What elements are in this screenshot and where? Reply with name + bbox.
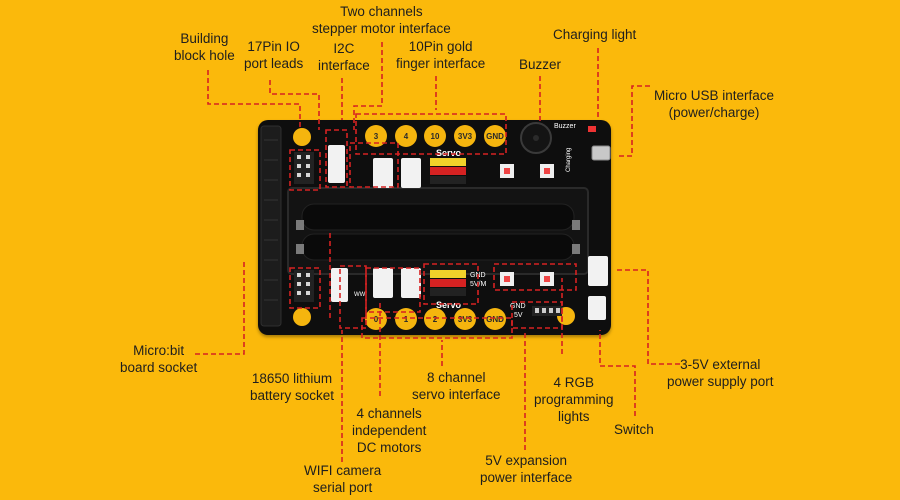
label-switch: Switch [614, 422, 654, 437]
gold-finger-pads-bottom: 0 1 2 3V3 GND [365, 308, 506, 330]
dc-motor-connector [373, 268, 393, 298]
pad-label: GND [486, 132, 504, 141]
microbit-socket [260, 125, 282, 327]
gold-finger-pad [365, 308, 387, 330]
power-switch [588, 296, 606, 320]
label-micro-usb: Micro USB interface(power/charge) [654, 88, 775, 120]
servo-header-top [430, 158, 466, 184]
pad-label: GND [486, 315, 504, 324]
gold-finger-pads-top: 3 4 10 3V3 GND [365, 125, 506, 147]
ww-silk: WW [354, 292, 366, 298]
i2c-connector [328, 145, 345, 183]
pad-label: 3 [374, 132, 379, 141]
gold-finger-pad [395, 308, 417, 330]
gold-finger-pad [395, 125, 417, 147]
pad-label: 1 [404, 315, 409, 324]
pad-label: 0 [374, 315, 379, 324]
micro-usb-port [591, 145, 611, 161]
pad-label: 2 [433, 315, 438, 324]
servo-silk-bottom: Servo [436, 300, 462, 310]
charging-silk: Charging [566, 148, 572, 172]
gold-finger-pad [365, 125, 387, 147]
label-buzzer: Buzzer [519, 57, 562, 72]
gold-finger-pad [454, 308, 476, 330]
gnd-5v-silk-gnd: GND [510, 303, 526, 310]
gold-finger-pad [424, 308, 446, 330]
pad-label: 10 [431, 132, 440, 141]
pad-label: 3V3 [458, 315, 473, 324]
gold-finger-pad [484, 125, 506, 147]
rgb-leds [500, 164, 554, 286]
servo-silk-top: Servo [436, 148, 462, 158]
gold-finger-pad [424, 125, 446, 147]
mounting-hole [293, 128, 311, 146]
gold-finger-pad [484, 308, 506, 330]
charging-led [588, 126, 596, 132]
buzzer-silk: Buzzer [554, 123, 576, 130]
pad-label: 3V3 [458, 132, 473, 141]
label-charging-light: Charging light [553, 27, 637, 42]
stepper-connector [373, 158, 393, 188]
gnd-5v-silk-5v: 5V [514, 312, 523, 319]
external-power-connector [588, 256, 608, 286]
gold-finger-pad [454, 125, 476, 147]
mounting-hole [293, 308, 311, 326]
dc-motor-connector [401, 268, 421, 298]
servo-header-bottom [430, 270, 466, 296]
stepper-connector [401, 158, 421, 188]
pad-label: 4 [404, 132, 409, 141]
